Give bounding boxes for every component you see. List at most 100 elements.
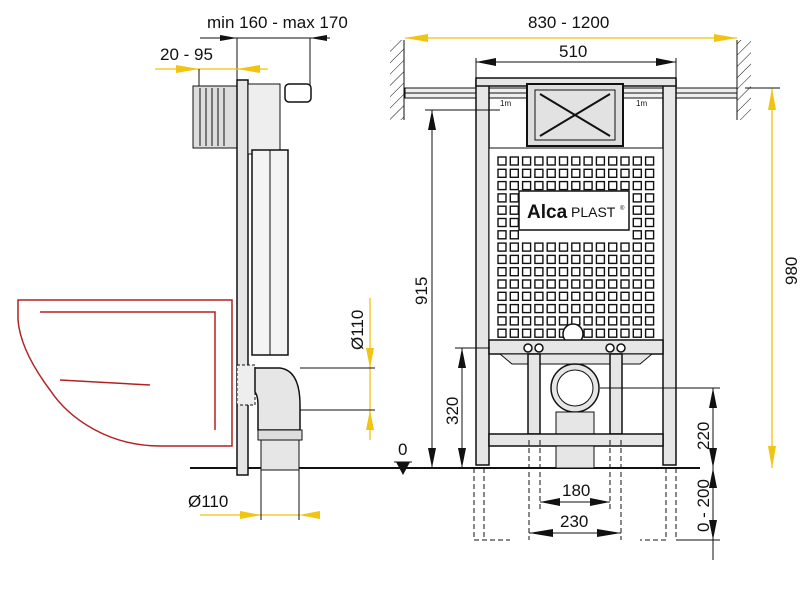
grid-square <box>558 168 569 179</box>
grid-square <box>521 168 532 179</box>
grid-square <box>534 168 544 179</box>
drain-elbow <box>254 367 301 431</box>
grid-square <box>558 316 569 326</box>
grid-square <box>595 254 606 265</box>
grid-square <box>509 291 519 301</box>
grid-square <box>608 180 618 191</box>
grid-square <box>595 242 606 252</box>
grid-square <box>620 316 630 326</box>
dim-outlet-height-label: 320 <box>443 397 462 425</box>
grid-square <box>497 168 507 179</box>
grid-square <box>583 316 593 326</box>
grid-square <box>595 267 606 277</box>
grid-square <box>608 156 618 166</box>
grid-square <box>644 254 655 265</box>
grid-square <box>534 242 544 252</box>
grid-square <box>546 316 556 326</box>
grid-square <box>497 279 507 289</box>
grid-square <box>595 303 606 314</box>
dim-depth-label: min 160 - max 170 <box>207 13 348 32</box>
grid-square <box>608 279 618 289</box>
grid-square <box>558 180 569 191</box>
grid-square <box>620 267 630 277</box>
grid-square <box>534 291 544 301</box>
grid-square <box>571 180 581 191</box>
grid-square <box>558 279 569 289</box>
grid-square <box>608 267 618 277</box>
grid-square <box>620 254 630 265</box>
grid-square <box>608 316 618 326</box>
grid-square <box>571 291 581 301</box>
dim-pipe-diameter-vertical-label: Ø110 <box>348 310 367 350</box>
grid-square <box>632 316 642 326</box>
dim-wall-width-label: 830 - 1200 <box>528 13 609 32</box>
grid-square <box>583 328 593 338</box>
grid-square <box>608 168 618 179</box>
grid-square <box>571 242 581 252</box>
grid-square <box>583 242 593 252</box>
grid-square <box>620 180 630 191</box>
logo-box <box>518 190 630 231</box>
grid-square <box>509 267 519 277</box>
grid-square <box>644 279 655 289</box>
grid-square <box>509 242 519 252</box>
grid-square <box>620 168 630 179</box>
grid-square <box>632 303 642 314</box>
dim-frame-height-label: 915 <box>412 277 431 305</box>
grid-square <box>497 254 507 265</box>
grid-square <box>534 279 544 289</box>
grid-square <box>509 279 519 289</box>
grid-square <box>497 316 507 326</box>
grid-square <box>632 180 642 191</box>
grid-square <box>632 193 642 203</box>
grid-square <box>644 217 655 228</box>
grid-square <box>521 180 532 191</box>
grid-square <box>632 205 642 215</box>
grid-square <box>644 156 655 166</box>
grid-square <box>595 156 606 166</box>
logo-registered: ® <box>620 205 625 212</box>
grid-square <box>534 156 544 166</box>
grid-square <box>546 303 556 314</box>
logo-plast: PLAST <box>571 204 616 220</box>
grid-square <box>644 168 655 179</box>
grid-square <box>595 291 606 301</box>
grid-square <box>509 180 519 191</box>
grid-square <box>632 279 642 289</box>
grid-square <box>595 328 606 338</box>
wall-left <box>390 40 404 120</box>
grid-square <box>571 303 581 314</box>
grid-square <box>509 254 519 265</box>
grid-square <box>583 303 593 314</box>
grid-square <box>497 291 507 301</box>
grid-square <box>509 316 519 326</box>
grid-square <box>558 291 569 301</box>
logo-alca: Alca <box>527 202 568 223</box>
grid-square <box>608 291 618 301</box>
grid-square <box>644 242 655 252</box>
dim-drain-height-label: 220 <box>694 422 713 450</box>
dim-frame-width-label: 510 <box>559 42 587 61</box>
dim-bolt-outer-label: 230 <box>560 512 588 531</box>
side-view: min 160 - max 170 20 - 95 Ø110 Ø110 <box>17 13 375 520</box>
grid-square <box>632 328 642 338</box>
grid-square <box>583 168 593 179</box>
grid-square <box>620 279 630 289</box>
grid-square <box>521 328 532 338</box>
grid-square <box>571 267 581 277</box>
grid-square <box>644 193 655 203</box>
grid-square <box>509 168 519 179</box>
grid-square <box>546 328 556 338</box>
dim-leg-extension-label: 0 - 200 <box>694 479 713 532</box>
grid-square <box>534 328 544 338</box>
dim-button-offset-label: 20 - 95 <box>160 45 213 64</box>
grid-square <box>546 279 556 289</box>
grid-square <box>608 242 618 252</box>
grid-square <box>509 217 519 228</box>
grid-square <box>632 217 642 228</box>
grid-square <box>608 328 618 338</box>
dim-bolt-inner-label: 180 <box>562 481 590 500</box>
grid-square <box>571 279 581 289</box>
grid-square <box>632 242 642 252</box>
grid-square <box>595 279 606 289</box>
